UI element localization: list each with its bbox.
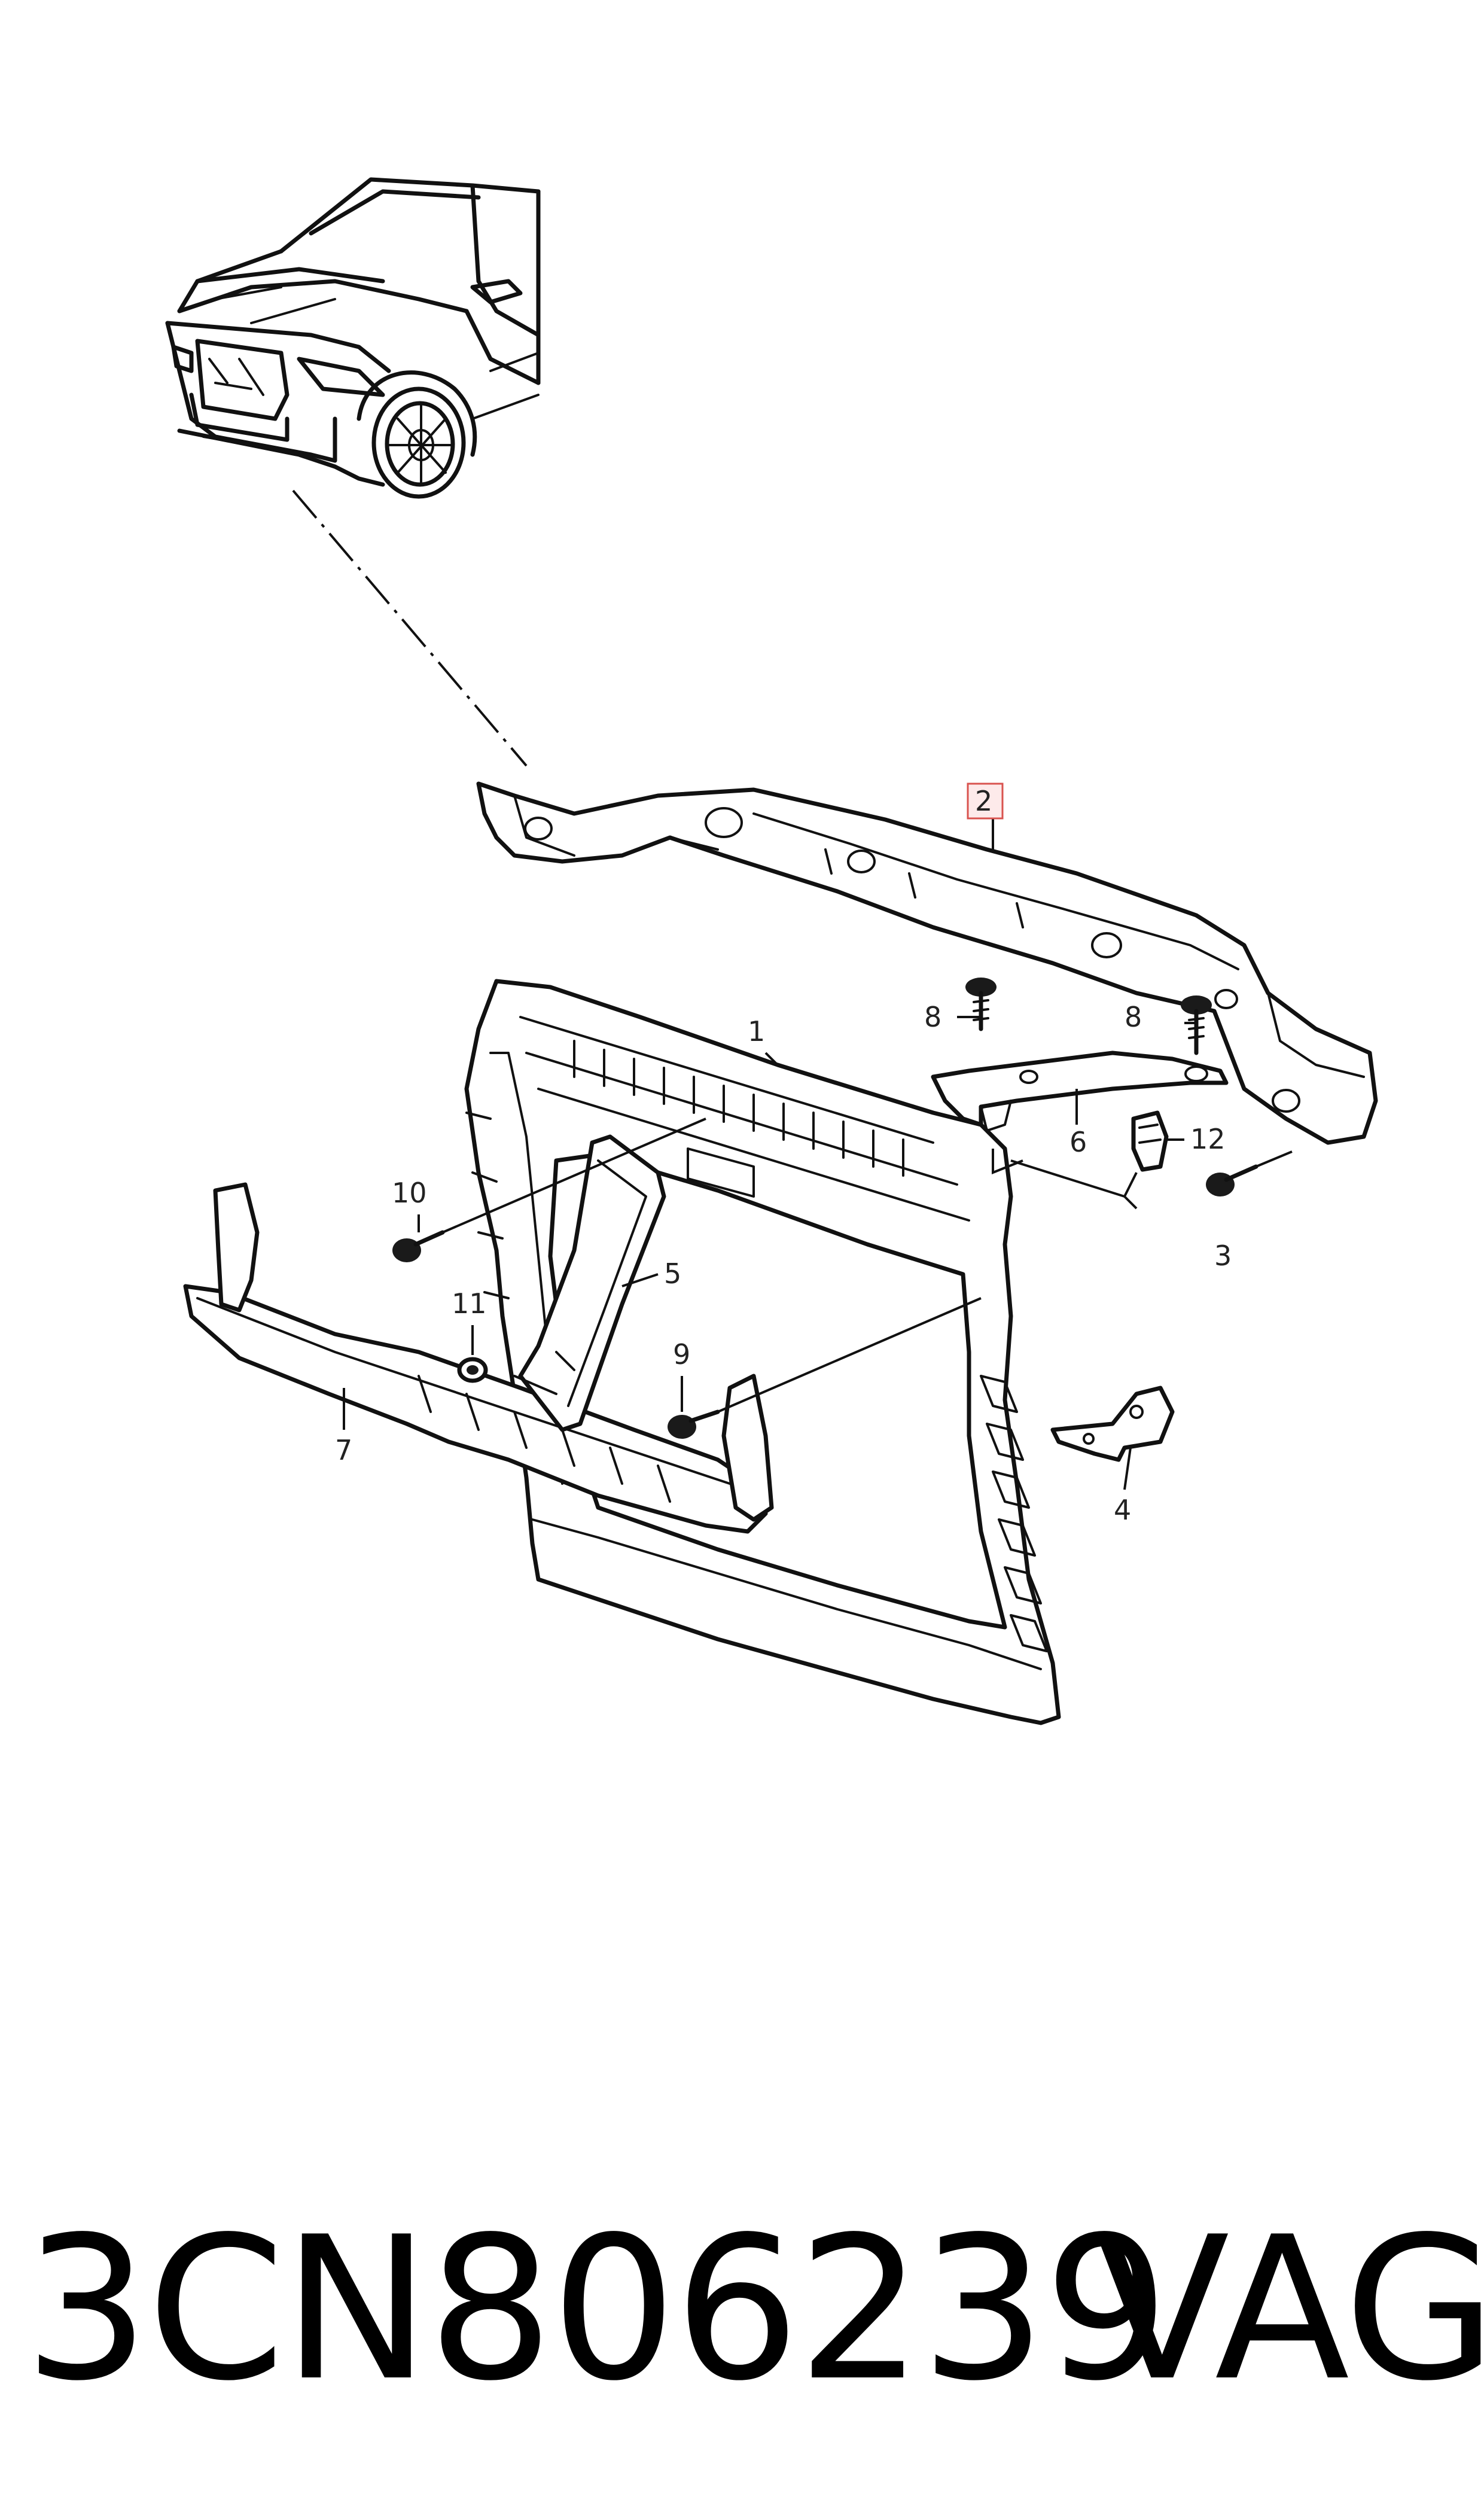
vehicle-leader-line [292, 489, 528, 767]
parts-diagram: 2 1 8 8 6 12 3 10 5 11 9 7 4 [165, 177, 1378, 1725]
bolt-8a [965, 978, 997, 1031]
callout-2: 2 [975, 785, 992, 817]
part-6-bracket [931, 1051, 1229, 1132]
callout-8a: 8 [924, 1001, 941, 1033]
callout-5: 5 [664, 1258, 681, 1290]
brand-name: VAG [1095, 2194, 1484, 2424]
callout-8b: 8 [1125, 1001, 1142, 1033]
bolt-8b [1181, 995, 1212, 1055]
part-4-bracket [1050, 1386, 1175, 1462]
bolt-3 [1206, 1164, 1258, 1196]
part-number: 3CN806239 [24, 2194, 1169, 2424]
callout-12: 12 [1190, 1123, 1226, 1155]
callout-3: 3 [1214, 1240, 1232, 1272]
part-2-upper-crossmember [476, 781, 1378, 1145]
bolt-10 [392, 1230, 445, 1262]
part-12-clip [1131, 1110, 1169, 1172]
leader-lines [343, 814, 1293, 1490]
footer: 3CN806239 VAG [0, 2190, 1484, 2429]
callout-2-highlight [967, 783, 1004, 820]
callout-labels: 2 1 8 8 6 12 3 10 5 11 9 7 4 [335, 783, 1232, 1526]
bolt-9 [668, 1409, 720, 1439]
callout-10: 10 [392, 1177, 427, 1209]
callout-4: 4 [1114, 1494, 1131, 1526]
part-7-lower-guide [183, 1182, 774, 1534]
vehicle-thumbnail [165, 177, 541, 499]
part-5-strut [513, 1134, 666, 1432]
nut-11 [457, 1357, 488, 1383]
callout-7: 7 [335, 1434, 352, 1466]
callout-9: 9 [673, 1338, 690, 1371]
callout-11: 11 [452, 1287, 487, 1320]
callout-6: 6 [1069, 1126, 1087, 1158]
callout-1: 1 [748, 1015, 765, 1048]
